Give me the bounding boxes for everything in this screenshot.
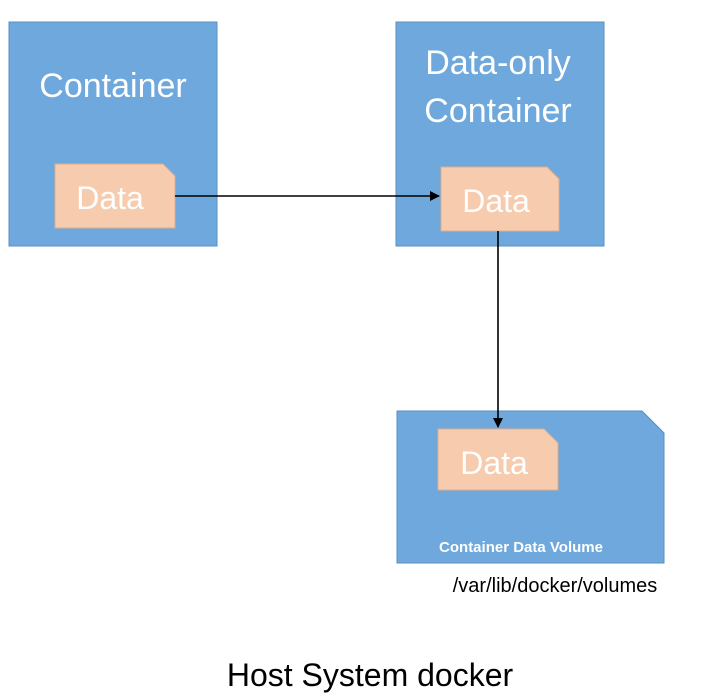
container-data-shape (54, 163, 176, 229)
data-only-container-title-line1: Data-only (425, 44, 571, 82)
volume-data-shape (437, 428, 559, 491)
data-only-container-data-shape (440, 166, 560, 232)
data-only-container-title-line2: Container (424, 92, 571, 130)
volume-path-label: /var/lib/docker/volumes (453, 575, 658, 597)
container-title: Container (39, 67, 186, 105)
volume-caption: Container Data Volume (439, 539, 603, 556)
host-system-label: Host System docker (227, 657, 514, 693)
volume-data-label: Data (460, 445, 528, 481)
data-only-container-data-label: Data (462, 183, 530, 219)
container-data-label: Data (76, 180, 144, 216)
